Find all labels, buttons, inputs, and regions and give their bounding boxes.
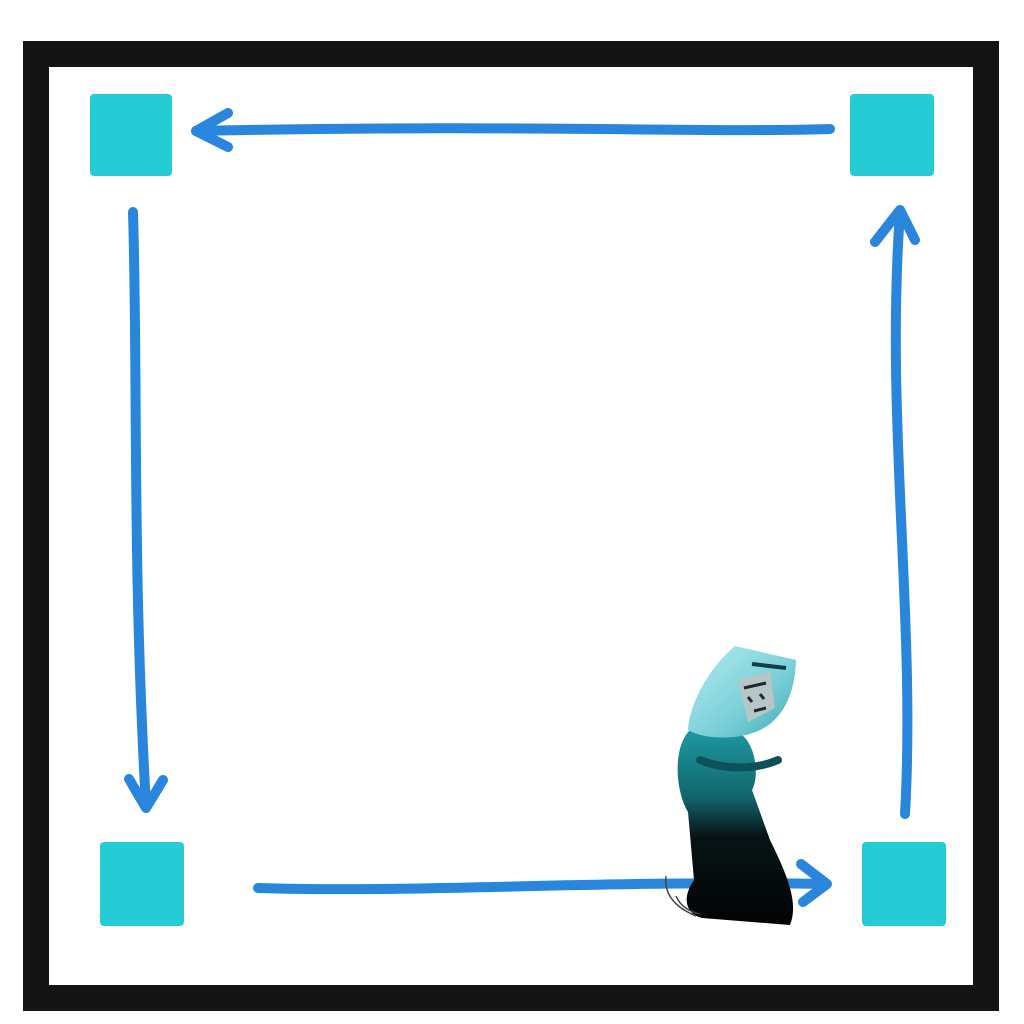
hooded-figure-icon[interactable] (664, 646, 796, 925)
character-motion-lines (664, 875, 701, 917)
arrowhead-bottom (796, 859, 832, 907)
arrowhead-top (191, 108, 233, 152)
path-arrow-top (191, 123, 835, 136)
waypoint-bottom-left[interactable] (100, 842, 184, 926)
character-robe (677, 728, 794, 925)
arena-border (23, 41, 999, 1011)
arrowhead-left (124, 774, 168, 813)
path-arrow-right (890, 207, 913, 819)
waypoint-top-left[interactable] (90, 94, 172, 176)
arrowhead-right (870, 205, 920, 247)
character-face-detail (743, 681, 767, 713)
character-hood-trim (751, 662, 787, 670)
path-arrow-left (128, 207, 151, 811)
waypoint-top-right[interactable] (850, 94, 934, 176)
character-arms (696, 756, 782, 772)
waypoint-bottom-right[interactable] (862, 842, 946, 926)
